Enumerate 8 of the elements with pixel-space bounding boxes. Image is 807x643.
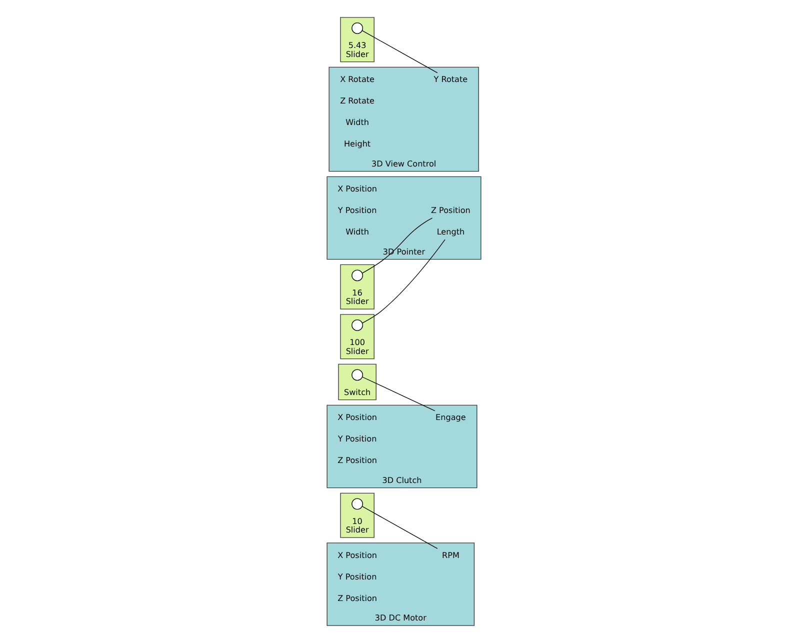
node-circle: [351, 22, 362, 34]
node-circle: [351, 270, 362, 282]
connector: [361, 218, 432, 274]
connector: [362, 239, 445, 324]
node-circle: [351, 319, 362, 331]
node-circle: [351, 498, 362, 510]
connector: [362, 376, 435, 412]
node-circle: [351, 369, 362, 381]
